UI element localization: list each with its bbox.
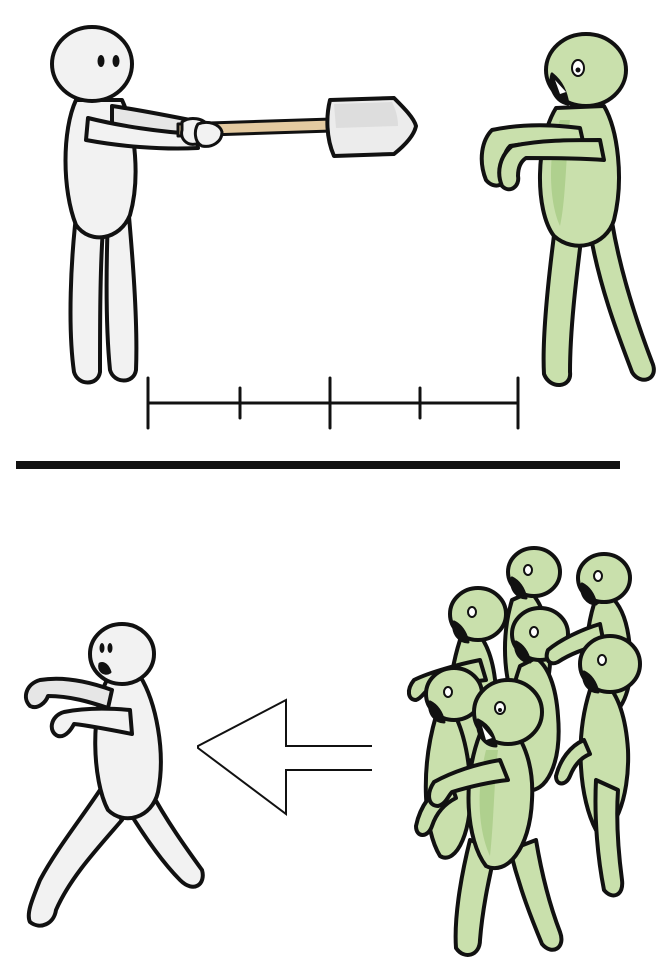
human-with-shovel xyxy=(50,25,418,385)
top-panel xyxy=(50,25,656,430)
divider-line xyxy=(16,461,620,469)
measuring-scale-icon xyxy=(146,376,520,430)
human-fleeing xyxy=(23,622,205,928)
left-arrow-icon xyxy=(197,698,372,816)
zombie-single xyxy=(479,32,656,387)
bottom-panel xyxy=(23,546,642,957)
zombie-horde xyxy=(407,546,642,957)
